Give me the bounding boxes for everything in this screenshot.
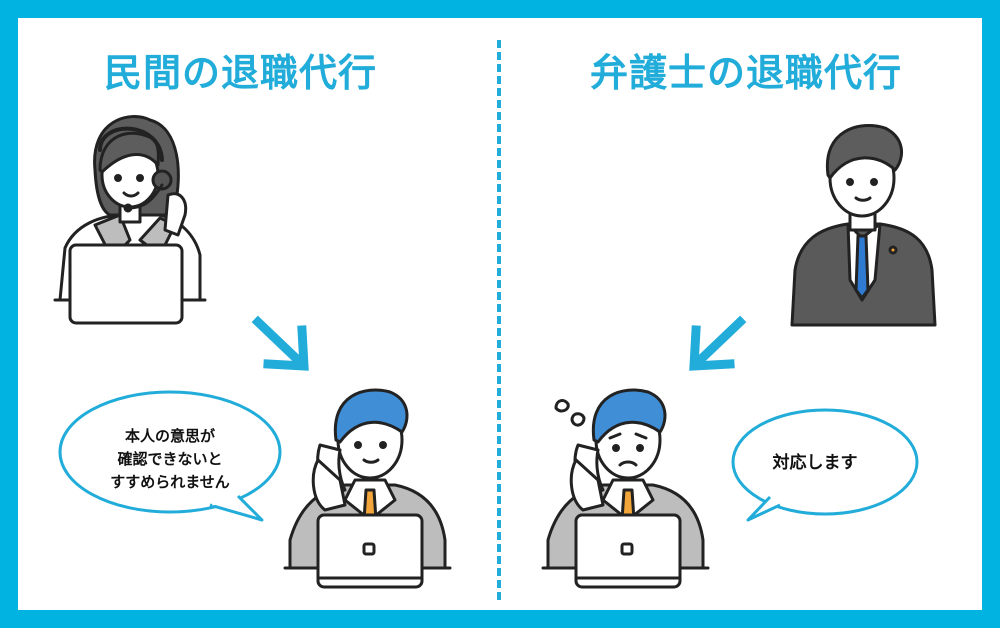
left-panel-title: 民間の退職代行 [104, 51, 378, 95]
center-divider [497, 40, 501, 600]
down-left-arrow-icon [689, 315, 747, 371]
left-bubble-line-3: すすめられません [110, 473, 230, 491]
worried-employee-on-phone-icon [541, 388, 710, 589]
down-right-arrow-icon [251, 315, 309, 371]
left-bubble-line-2: 確認できないと [117, 450, 223, 468]
right-panel-title: 弁護士の退職代行 [590, 51, 903, 95]
left-bubble-line-1: 本人の意思が [124, 427, 215, 445]
left-speech-bubble [58, 390, 282, 522]
right-bubble-text: 対応します [772, 453, 858, 473]
employee-on-phone-icon [283, 388, 452, 589]
lawyer-suit-icon [790, 124, 937, 327]
right-speech-bubble [731, 408, 919, 522]
left-bubble-text: 本人の意思が 確認できないと すすめられません [90, 425, 250, 494]
woman-operator-headset-icon [53, 115, 207, 325]
